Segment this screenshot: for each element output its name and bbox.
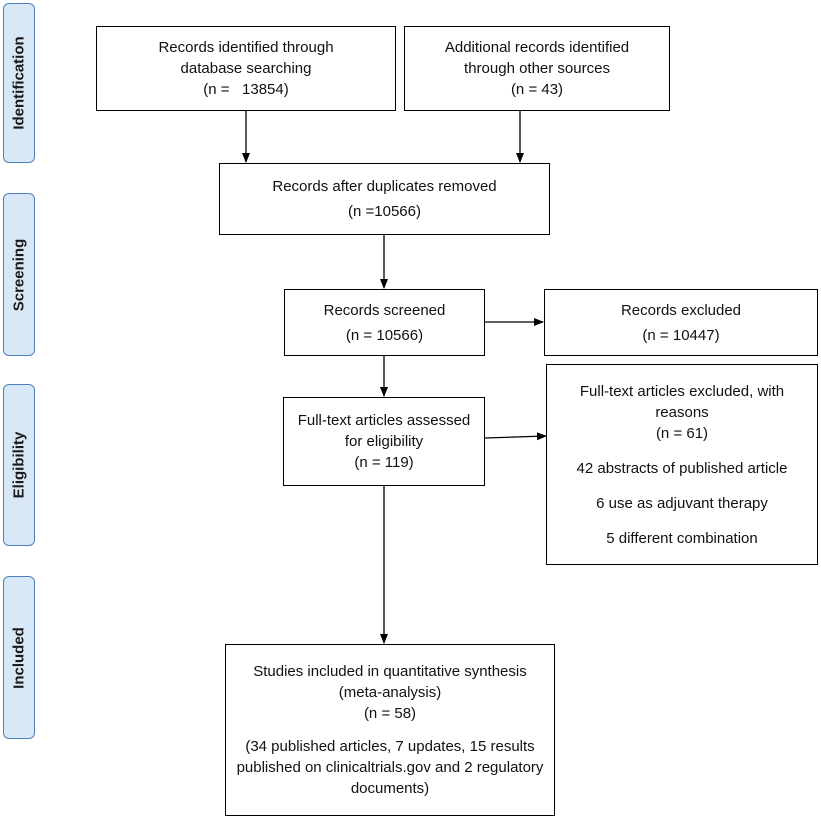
- box-text-line: Additional records identified: [444, 39, 630, 56]
- box-text-line: Full-text articles assessed: [297, 412, 471, 429]
- box-studies-included: Studies included in quantitative synthes…: [225, 644, 555, 816]
- box-text-line: reasons: [655, 403, 709, 421]
- phase-eligibility: Eligibility: [3, 384, 35, 546]
- box-count: (n =10566): [348, 203, 421, 220]
- box-count: (n = 43): [510, 81, 564, 98]
- box-text-line: Records identified through: [158, 39, 334, 56]
- box-detail-line: published on clinicaltrials.gov and 2 re…: [236, 759, 544, 776]
- box-count: (n = 13854): [203, 81, 289, 98]
- arrow-fulltext-to-excluded: [484, 432, 547, 441]
- exclusion-reason: 5 different combination: [606, 529, 758, 547]
- box-count: (n = 61): [655, 424, 709, 442]
- box-fulltext-excluded: Full-text articles excluded, with reason…: [546, 364, 818, 565]
- exclusion-reason: 6 use as adjuvant therapy: [596, 494, 768, 512]
- box-text-line: Records excluded: [620, 301, 742, 319]
- box-text-line: Studies included in quantitative synthes…: [253, 663, 527, 680]
- box-text-line: Records after duplicates removed: [272, 178, 497, 195]
- box-detail-line: (34 published articles, 7 updates, 15 re…: [245, 738, 535, 755]
- box-count: (n = 119): [354, 454, 414, 471]
- phase-included-label: Included: [10, 626, 28, 689]
- box-text-line: Full-text articles excluded, with: [579, 382, 785, 400]
- phase-eligibility-label: Eligibility: [10, 431, 28, 499]
- box-text-line: Records screened: [323, 301, 446, 319]
- box-count: (n = 10566): [345, 326, 424, 344]
- box-other-sources: Additional records identified through ot…: [404, 26, 670, 111]
- phase-screening: Screening: [3, 193, 35, 356]
- box-records-screened: Records screened (n = 10566): [284, 289, 485, 356]
- box-fulltext-assessed: Full-text articles assessed for eligibil…: [283, 397, 485, 486]
- phase-included: Included: [3, 576, 35, 739]
- box-detail-line: documents): [350, 780, 430, 797]
- box-database-records: Records identified through database sear…: [96, 26, 396, 111]
- box-text-line: through other sources: [464, 60, 610, 77]
- box-duplicates-removed: Records after duplicates removed (n =105…: [219, 163, 550, 235]
- box-text-line: for eligibility: [344, 433, 424, 450]
- phase-identification-label: Identification: [10, 36, 28, 130]
- exclusion-reason: 42 abstracts of published article: [576, 459, 788, 477]
- box-count: (n = 10447): [642, 326, 720, 344]
- box-text-line: database searching: [180, 60, 312, 77]
- phase-screening-label: Screening: [10, 238, 28, 311]
- box-text-line: (meta-analysis): [338, 684, 442, 701]
- box-count: (n = 58): [363, 705, 417, 722]
- box-records-excluded: Records excluded (n = 10447): [544, 289, 818, 356]
- phase-identification: Identification: [3, 3, 35, 163]
